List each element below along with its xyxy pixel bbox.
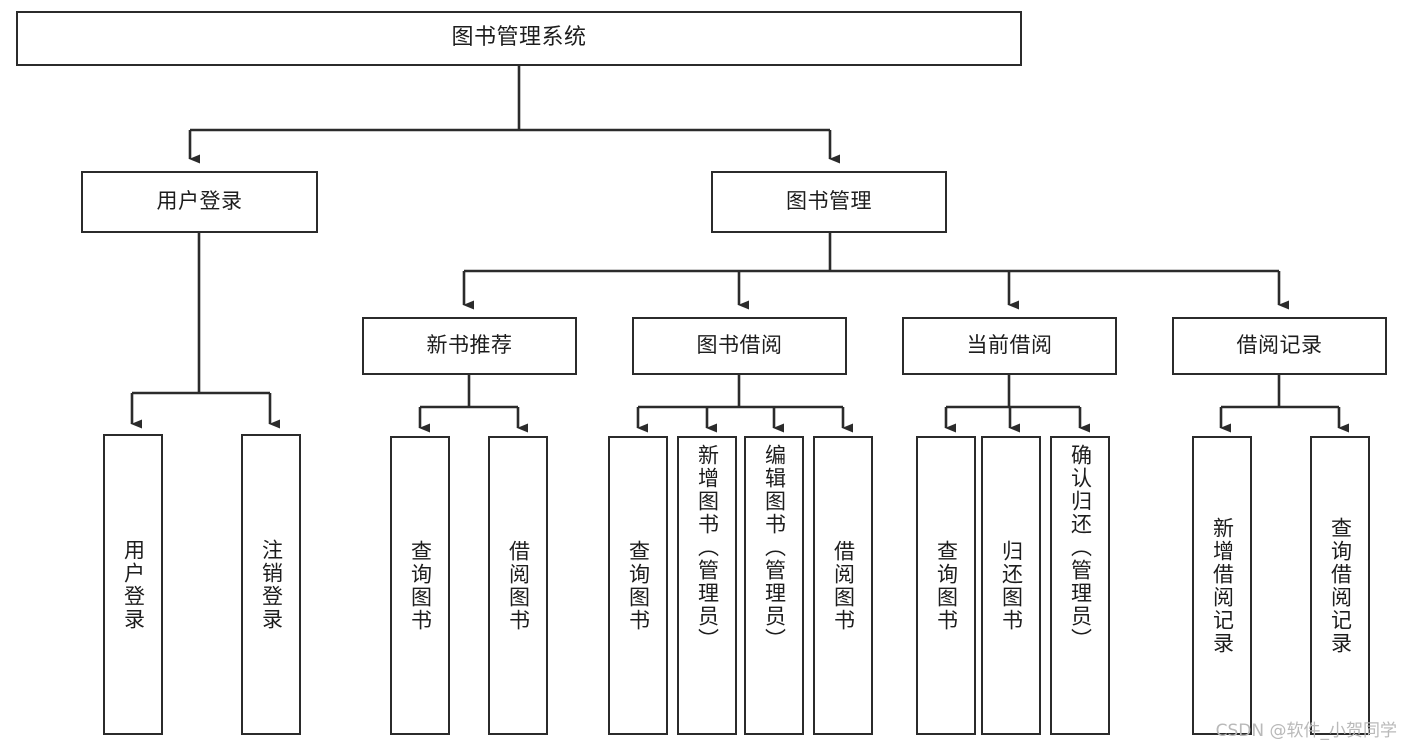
- node-label: 借阅记录: [1236, 333, 1323, 358]
- leaf-user-login-logout[interactable]: 注销登录: [241, 434, 301, 735]
- watermark-text: CSDN @软件_小贺同学: [1215, 721, 1397, 741]
- node-label: 用户登录: [121, 538, 146, 631]
- leaf-current-return-book[interactable]: 归还图书: [981, 436, 1041, 735]
- leaf-user-login-login[interactable]: 用户登录: [103, 434, 163, 735]
- node-label: 确认归还（管理员）: [1068, 444, 1093, 651]
- node-label: 当前借阅: [966, 333, 1053, 358]
- node-label: 新增图书（管理员）: [695, 444, 720, 651]
- leaf-recommend-query-book[interactable]: 查询图书: [390, 436, 450, 735]
- node-label: 图书管理系统: [451, 25, 587, 51]
- leaf-borrow-edit-book-admin[interactable]: 编辑图书（管理员）: [744, 436, 804, 735]
- node-label: 查询图书: [626, 539, 651, 632]
- leaf-current-confirm-return-admin[interactable]: 确认归还（管理员）: [1050, 436, 1110, 735]
- node-label: 查询借阅记录: [1328, 516, 1353, 655]
- node-borrow-record[interactable]: 借阅记录: [1172, 317, 1387, 375]
- leaf-record-add-record[interactable]: 新增借阅记录: [1192, 436, 1252, 735]
- node-new-book-recommend[interactable]: 新书推荐: [362, 317, 577, 375]
- leaf-borrow-add-book-admin[interactable]: 新增图书（管理员）: [677, 436, 737, 735]
- node-label: 查询图书: [408, 539, 433, 632]
- node-root-system[interactable]: 图书管理系统: [16, 11, 1022, 66]
- node-label: 查询图书: [934, 539, 959, 632]
- node-label: 注销登录: [259, 538, 284, 631]
- node-book-borrow[interactable]: 图书借阅: [632, 317, 847, 375]
- node-label: 新书推荐: [426, 333, 513, 358]
- node-label: 归还图书: [999, 539, 1024, 632]
- node-label: 编辑图书（管理员）: [762, 444, 787, 651]
- leaf-recommend-borrow-book[interactable]: 借阅图书: [488, 436, 548, 735]
- node-label: 图书借阅: [696, 333, 783, 358]
- node-label: 新增借阅记录: [1210, 516, 1235, 655]
- node-label: 用户登录: [156, 189, 243, 214]
- node-label: 借阅图书: [831, 539, 856, 632]
- node-book-management[interactable]: 图书管理: [711, 171, 947, 233]
- node-label: 图书管理: [786, 189, 872, 214]
- leaf-borrow-query-book[interactable]: 查询图书: [608, 436, 668, 735]
- leaf-current-query-book[interactable]: 查询图书: [916, 436, 976, 735]
- node-label: 借阅图书: [506, 539, 531, 632]
- leaf-borrow-borrow-book[interactable]: 借阅图书: [813, 436, 873, 735]
- node-user-login[interactable]: 用户登录: [81, 171, 318, 233]
- node-current-borrow[interactable]: 当前借阅: [902, 317, 1117, 375]
- leaf-record-query-record[interactable]: 查询借阅记录: [1310, 436, 1370, 735]
